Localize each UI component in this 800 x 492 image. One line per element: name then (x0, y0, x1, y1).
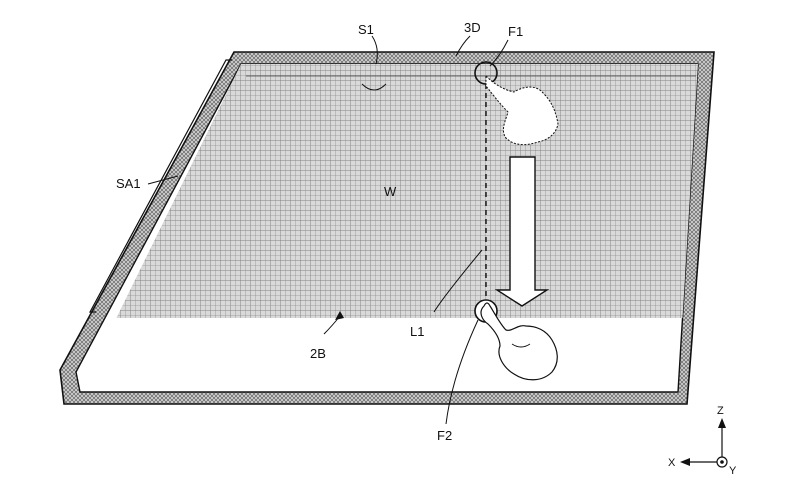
finger-crease-mark (511, 343, 531, 348)
label-f2: F2 (437, 428, 452, 443)
axis-label-y: Y (729, 465, 737, 477)
label-f1: F1 (508, 24, 523, 39)
leader-lines (147, 35, 509, 425)
down-arrow-icon (494, 156, 550, 307)
arrowhead-2b (335, 311, 344, 320)
label-sa1: SA1 (116, 176, 141, 191)
sa1-bracket (88, 59, 232, 313)
grid-area (80, 64, 698, 318)
axis-label-z: Z (717, 405, 724, 417)
s1-arc-mark (361, 83, 387, 91)
label-2b: 2B (310, 346, 326, 361)
label-w: W (384, 184, 397, 199)
axis-label-x: X (668, 457, 676, 469)
label-s1: S1 (358, 22, 374, 37)
axis-indicator: Z X Y (668, 405, 737, 477)
label-l1: L1 (410, 324, 424, 339)
pointing-hand-icon (480, 302, 558, 381)
label-3d: 3D (464, 20, 481, 35)
pointing-hand-icon (485, 74, 559, 146)
